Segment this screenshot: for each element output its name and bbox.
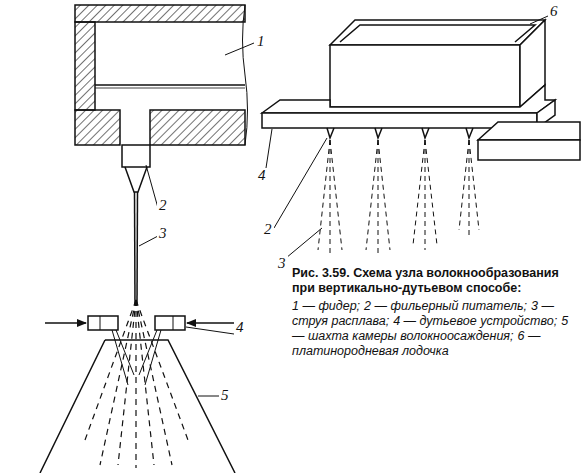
callout-number: 3 [157,226,169,241]
key-list: 1 — фидер;2 — фильерный питатель;3 — стр… [292,299,580,359]
fiber-spray [85,300,188,468]
callout-number: 4 [234,320,246,335]
fiber-spray [318,140,479,255]
platinum-rhodium-boat [330,20,545,107]
melt-stream [135,192,138,305]
blowing-plate [262,85,580,160]
callout-number: 3 [276,256,288,271]
bushing-tips [327,128,473,138]
callout-number: 1 [255,34,267,49]
feeder [75,5,248,145]
blowing-device [45,316,235,385]
key-entry: 2 — фильерный питатель; [364,299,527,313]
callout-number: 6 [548,4,560,19]
callout-number: 5 [219,388,231,403]
caption-block: Рис. 3.59. Схема узла волокнообразования… [292,266,580,359]
bushing-feeder [122,145,150,192]
caption-wrap: Рис. 3.59. Схема узла волокнообразования… [292,266,580,296]
callout-number: 4 [256,168,268,183]
fiber-chamber-shaft [40,340,235,473]
callout-number: 2 [262,222,274,237]
key-entry: 1 — фидер; [292,299,360,313]
callout-number: 2 [157,198,169,213]
figure-caption: Рис. 3.59. Схема узла волокнообразования… [292,266,559,295]
key-entry: 4 — дутьевое устройство; [393,314,557,328]
